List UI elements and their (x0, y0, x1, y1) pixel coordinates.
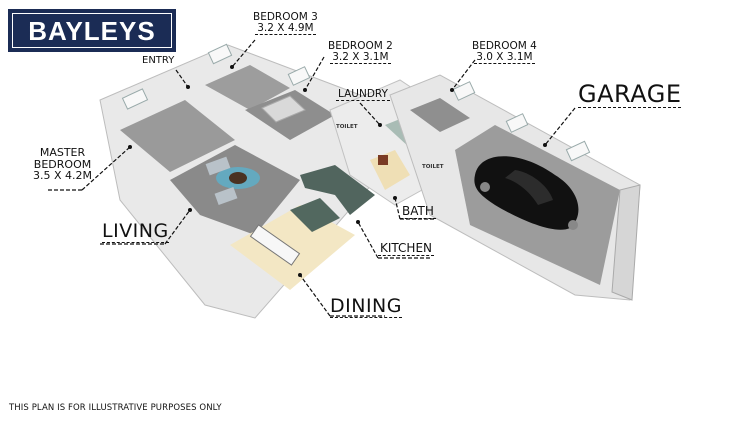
bedroom4-floor (410, 98, 470, 132)
bedroom4-name: BEDROOM 4 (472, 40, 537, 52)
bedroom2-dims: 3.2 X 3.1M (330, 51, 391, 65)
label-entry: ENTRY (142, 55, 175, 67)
logo-frame: BAYLEYS (12, 13, 172, 48)
bedroom2-bed (261, 95, 306, 123)
car (474, 156, 579, 230)
label-laundry: LAUNDRY (336, 88, 390, 102)
sofa-2 (214, 186, 238, 206)
living-name: LIVING (102, 220, 169, 243)
dining-name: DINING (330, 295, 402, 318)
master-dims: 3.5 X 4.2M (33, 169, 93, 183)
living-floor (170, 145, 300, 235)
skylights (121, 43, 591, 162)
label-bedroom4: BEDROOM 4 3.0 X 3.1M (472, 40, 537, 65)
label-bedroom2: BEDROOM 2 3.2 X 3.1M (328, 40, 393, 65)
logo-text: BAYLEYS (28, 15, 156, 46)
bayleys-logo: BAYLEYS (8, 9, 176, 52)
garage-name: GARAGE (578, 80, 682, 109)
sofa-1 (205, 156, 231, 176)
label-bath: BATH (400, 205, 436, 219)
bath-vanity (378, 155, 388, 165)
label-bedroom3: BEDROOM 3 3.2 X 4.9M (253, 11, 318, 36)
bedroom4-dims: 3.0 X 3.1M (474, 51, 535, 65)
bedroom3-floor (205, 65, 290, 110)
label-living: LIVING (102, 220, 169, 243)
master-name-line1: MASTER (39, 146, 86, 159)
label-dining: DINING (330, 295, 402, 318)
bedroom3-dims: 3.2 X 4.9M (255, 22, 316, 36)
bath-name: BATH (400, 204, 436, 219)
dining-table (249, 224, 301, 266)
coffee-table (229, 172, 247, 184)
label-kitchen: KITCHEN (378, 242, 434, 256)
kitchen-bench-back (300, 165, 375, 215)
dining-floor (230, 205, 355, 290)
master-bedroom-floor (120, 100, 235, 172)
disclaimer-text: THIS PLAN IS FOR ILLUSTRATIVE PURPOSES O… (9, 403, 222, 413)
label-garage: GARAGE (578, 80, 682, 109)
entry-name: ENTRY (142, 55, 175, 66)
kitchen-island (290, 198, 340, 232)
kitchen-name: KITCHEN (378, 241, 434, 256)
leader-dots (128, 65, 547, 277)
label-toilet-2: TOILET (422, 164, 444, 170)
bedroom3-name: BEDROOM 3 (253, 11, 318, 23)
bedroom2-name: BEDROOM 2 (328, 40, 393, 52)
label-master-bedroom: MASTER BEDROOM 3.5 X 4.2M (33, 147, 92, 182)
master-name-line2: BEDROOM (33, 157, 92, 171)
laundry-name: LAUNDRY (336, 88, 390, 102)
garage-door (611, 184, 641, 301)
label-toilet-1: TOILET (336, 124, 358, 130)
leader-lines (48, 39, 576, 317)
